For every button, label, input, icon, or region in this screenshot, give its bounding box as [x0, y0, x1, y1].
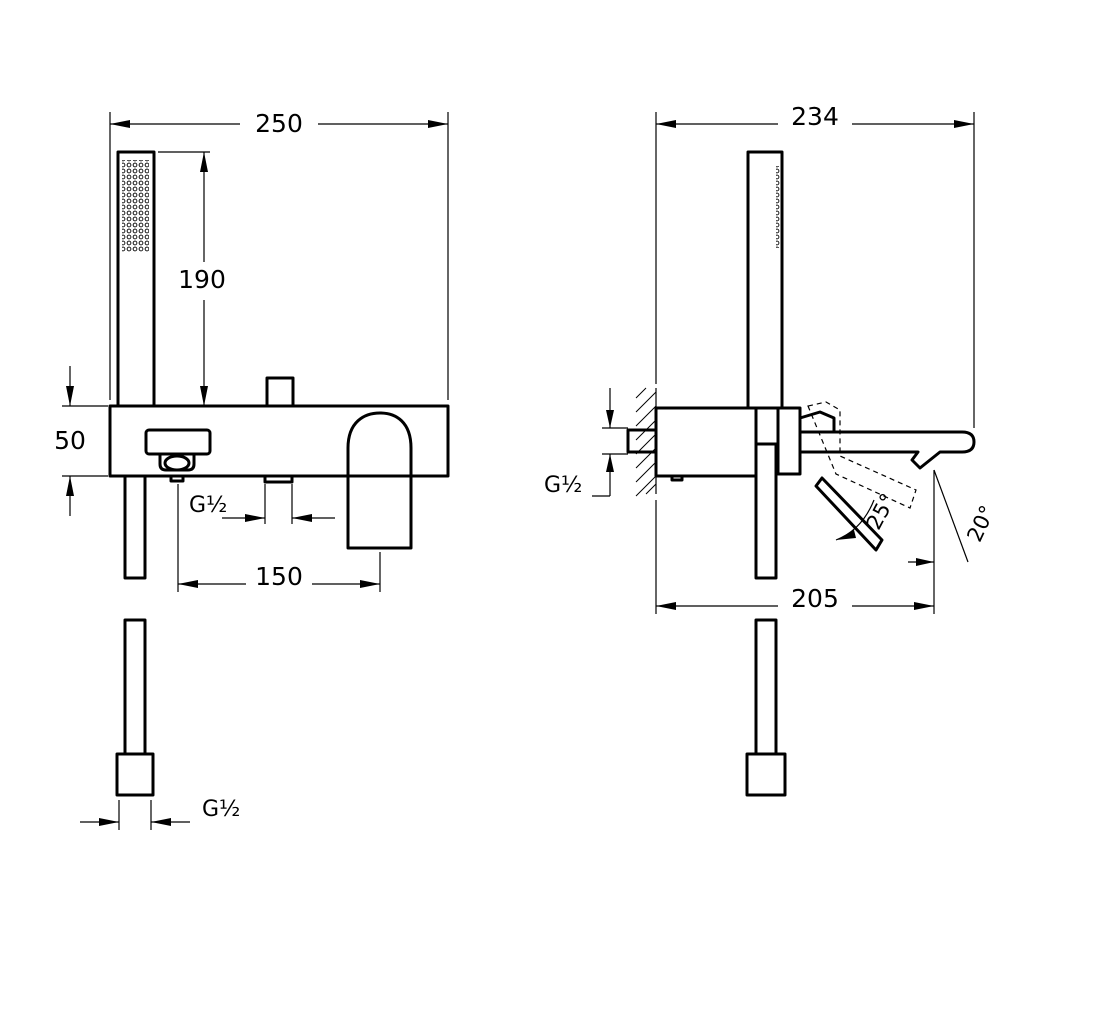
label-side-thread: G½	[544, 473, 582, 498]
dimension-50: 50	[54, 366, 108, 516]
label-inlet-thread: G½	[189, 493, 227, 518]
dimension-190: 190	[158, 151, 226, 406]
lever-base-side	[776, 406, 802, 476]
lever-cap	[798, 410, 836, 434]
dim-label-250: 250	[255, 109, 303, 138]
wall-section	[635, 387, 657, 497]
dimension-inlet-thread: G½	[189, 484, 335, 524]
dimension-hose-thread: G½	[80, 797, 240, 830]
mixer-body-side	[654, 406, 758, 478]
label-hose-thread: G½	[202, 797, 240, 822]
dimension-205: 205	[655, 470, 935, 614]
diverter-knob	[265, 376, 295, 408]
dimension-250: 250	[109, 109, 449, 400]
hose-lower-side	[745, 618, 787, 797]
dim-label-234: 234	[791, 102, 839, 131]
shower-holder-side	[754, 406, 780, 446]
label-angle-20: 20°	[962, 502, 999, 546]
dimension-150: 150	[177, 484, 381, 592]
front-view: 250 190 50 G½	[54, 109, 450, 830]
dimension-234: 234	[655, 102, 975, 428]
side-view: 234 205 G½ 25°	[544, 102, 1000, 797]
hose-lower	[115, 618, 155, 797]
bottom-connector	[263, 474, 294, 484]
angle-20: 20°	[933, 469, 1000, 563]
dim-label-205: 205	[791, 584, 839, 613]
hose-upper-side	[754, 442, 778, 580]
bottom-connector-side	[670, 474, 684, 482]
dim-label-190: 190	[178, 265, 226, 294]
dimension-side-thread: G½	[544, 388, 628, 498]
shower-outlet	[144, 428, 212, 483]
spout-side	[798, 430, 976, 470]
lever-handle-side	[814, 476, 884, 552]
dim-label-150: 150	[255, 562, 303, 591]
hand-shower	[116, 150, 156, 408]
angle-25: 25°	[835, 489, 900, 541]
spray-holes	[122, 160, 149, 252]
lever-alt-position	[807, 401, 917, 509]
dim-label-50: 50	[54, 426, 86, 455]
hose-upper	[123, 474, 147, 580]
mixer-lever	[346, 411, 413, 550]
hand-shower-side	[746, 150, 784, 410]
